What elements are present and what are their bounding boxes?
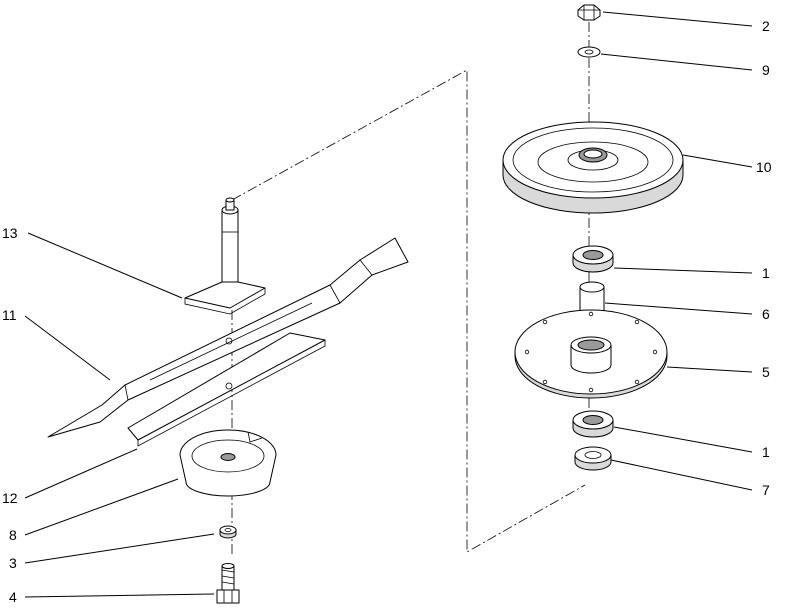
spindle-housing-part [514, 309, 668, 399]
callout-1-bearing-bottom: 1 [762, 444, 770, 460]
seal-part [574, 446, 612, 471]
hex-nut-part [577, 4, 601, 21]
spindle-shaft-part [184, 197, 266, 315]
mower-blade-part [47, 237, 409, 438]
lock-washer-part [219, 525, 237, 539]
callout-10-pulley: 10 [756, 159, 772, 175]
callout-3-washer: 3 [9, 555, 17, 571]
callout-5-housing: 5 [762, 364, 770, 380]
bearing-upper-part [572, 245, 614, 273]
callout-9-washer: 9 [762, 62, 770, 78]
callout-11-blade: 11 [2, 307, 17, 323]
callout-4-bolt: 4 [9, 589, 17, 605]
blade-stiffener-part [127, 332, 326, 447]
callout-6-spacer: 6 [762, 306, 770, 322]
callout-2-nut: 2 [762, 18, 770, 34]
callout-13-spindle: 13 [2, 225, 18, 241]
callout-12-stiffener: 12 [2, 490, 18, 506]
flat-washer-top-part [577, 46, 601, 58]
callout-1-bearing-top: 1 [762, 265, 770, 281]
drive-pulley-part [502, 121, 684, 214]
alignment-axes [231, 22, 590, 555]
leader-lines [24, 11, 753, 598]
blade-cup-part [179, 429, 277, 497]
bearing-lower-part [572, 410, 614, 438]
blade-bolt-part [216, 563, 240, 604]
callout-7-seal: 7 [762, 482, 770, 498]
callout-labels: 2 9 10 1 6 5 1 7 13 11 12 8 3 4 [2, 18, 772, 605]
callout-8-cup: 8 [9, 527, 17, 543]
